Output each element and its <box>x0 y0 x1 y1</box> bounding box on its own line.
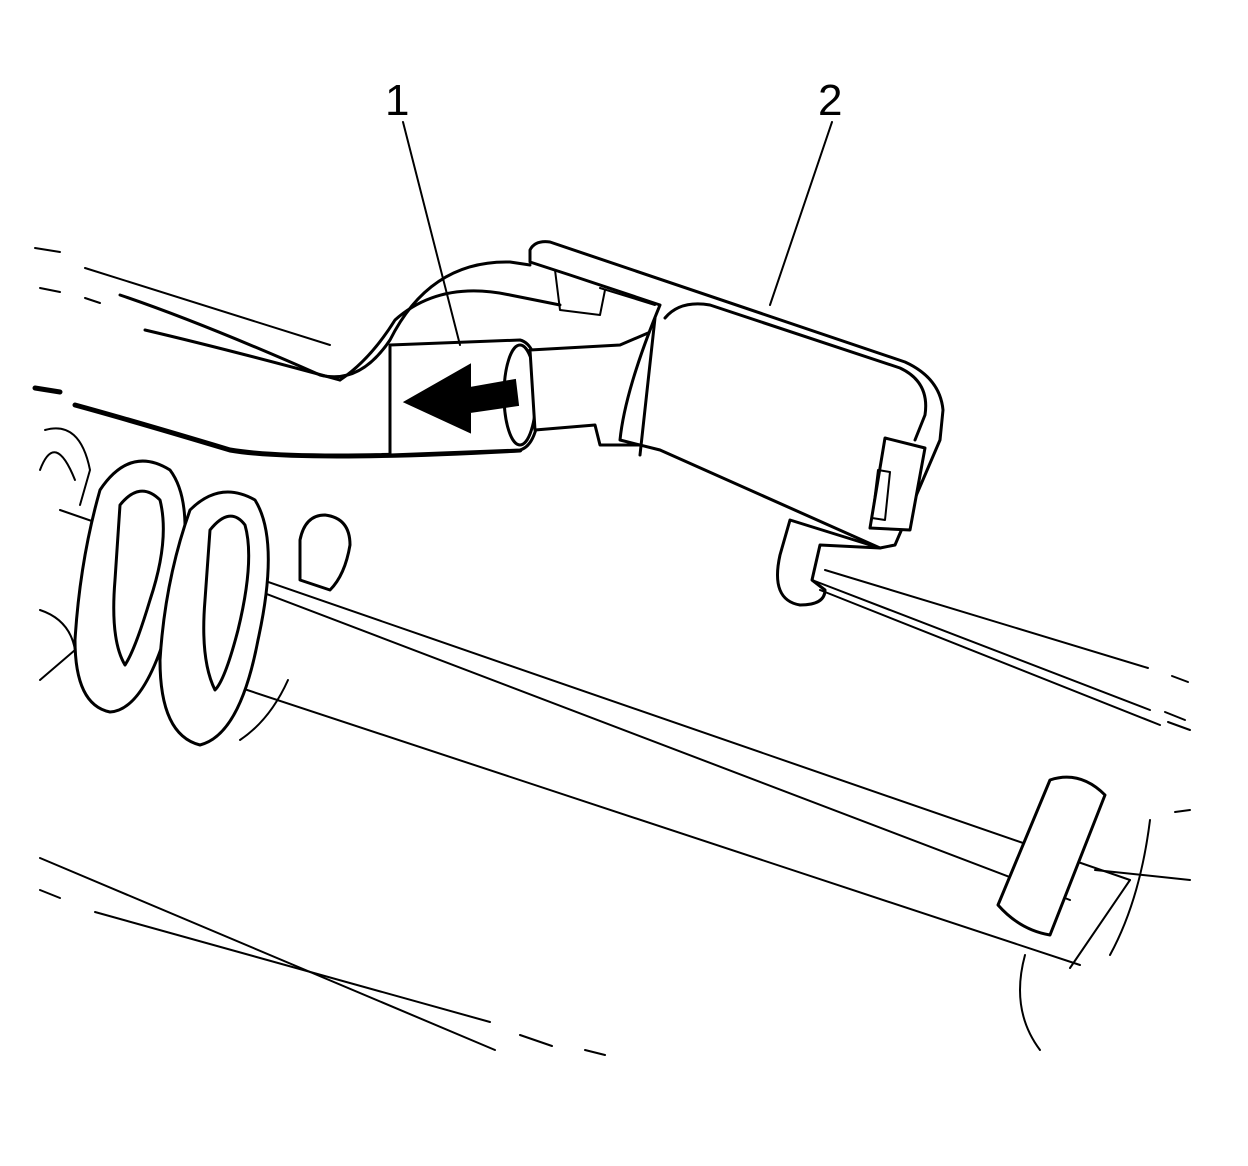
coil-rings <box>39 427 289 747</box>
mounting-bracket <box>776 518 1191 731</box>
sensor-module <box>528 240 945 550</box>
frame-rail-lower <box>39 857 606 1056</box>
callout-2-label: 2 <box>818 76 842 125</box>
frame-rail-upper <box>34 247 331 346</box>
tube-bump <box>298 513 352 592</box>
tube-clip-right <box>996 775 1191 1051</box>
callout-1-label: 1 <box>385 76 409 125</box>
arrow-left-icon <box>402 363 520 434</box>
callout-leaders <box>402 121 833 346</box>
callout-1-leader <box>402 121 461 346</box>
callout-2-leader <box>769 121 833 306</box>
